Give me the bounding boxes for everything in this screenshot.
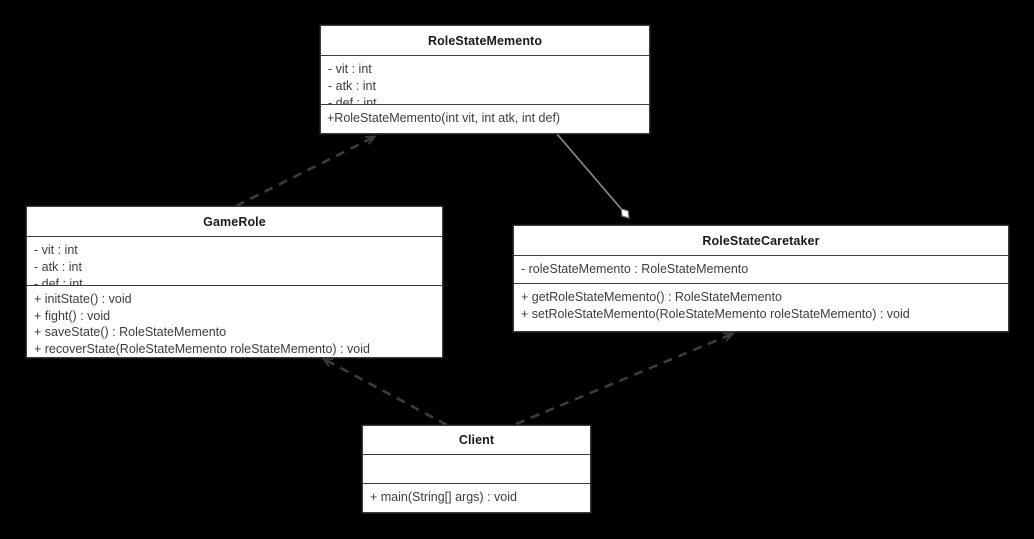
- class-box-game-role[interactable]: GameRole - vit : int - atk : int - def :…: [26, 206, 443, 358]
- class-title-client: Client: [458, 433, 495, 447]
- operation-item: + saveState() : RoleStateMemento: [34, 325, 227, 339]
- edge-gamerole-to-memento: [235, 137, 374, 208]
- operation-item: + initState() : void: [34, 292, 132, 306]
- attribute-item: - atk : int: [34, 260, 82, 274]
- operation-item: + main(String[] args) : void: [370, 490, 517, 504]
- operations-compartment-role-state-memento: +RoleStateMemento(int vit, int atk, int …: [321, 104, 649, 133]
- operation-item: + fight() : void: [34, 308, 111, 323]
- operations-compartment-game-role: + initState() : void + fight() : void + …: [27, 285, 442, 357]
- attribute-item: - def : int: [328, 96, 377, 104]
- class-box-role-state-caretaker[interactable]: RoleStateCaretaker - roleStateMemento : …: [513, 225, 1009, 332]
- attribute-item: - def : int: [34, 277, 83, 285]
- attributes-compartment-role-state-caretaker: - roleStateMemento : RoleStateMemento: [514, 255, 1008, 283]
- attribute-item: - vit : int: [328, 62, 372, 76]
- attribute-item: - vit : int: [34, 243, 78, 257]
- operation-item: + recoverState(RoleStateMemento roleStat…: [34, 341, 370, 356]
- edge-client-to-gamerole: [324, 359, 448, 427]
- class-title-role-state-caretaker: RoleStateCaretaker: [702, 233, 820, 248]
- edge-memento-to-caretaker: [556, 133, 629, 218]
- class-title-game-role: GameRole: [203, 214, 266, 229]
- attributes-compartment-client: [363, 454, 590, 483]
- class-box-role-state-memento[interactable]: RoleStateMemento - vit : int - atk : int…: [320, 25, 650, 134]
- operations-compartment-role-state-caretaker: + getRoleStateMemento() : RoleStateMemen…: [514, 283, 1008, 331]
- edge-client-to-caretaker: [515, 334, 732, 426]
- attribute-item: - roleStateMemento : RoleStateMemento: [521, 262, 749, 276]
- operation-item: + setRoleStateMemento(RoleStateMemento r…: [521, 306, 910, 321]
- operation-item: +RoleStateMemento(int vit, int atk, int …: [327, 111, 561, 125]
- attributes-compartment-role-state-memento: - vit : int - atk : int - def : int: [321, 55, 649, 104]
- class-title-role-state-memento: RoleStateMemento: [427, 33, 543, 48]
- operation-item: + getRoleStateMemento() : RoleStateMemen…: [521, 290, 782, 304]
- attributes-compartment-game-role: - vit : int - atk : int - def : int: [27, 236, 442, 285]
- empty-attributes: [370, 460, 583, 483]
- class-box-client[interactable]: Client + main(String[] args) : void: [362, 425, 591, 513]
- attribute-item: - atk : int: [328, 79, 376, 93]
- operations-compartment-client: + main(String[] args) : void: [363, 483, 590, 512]
